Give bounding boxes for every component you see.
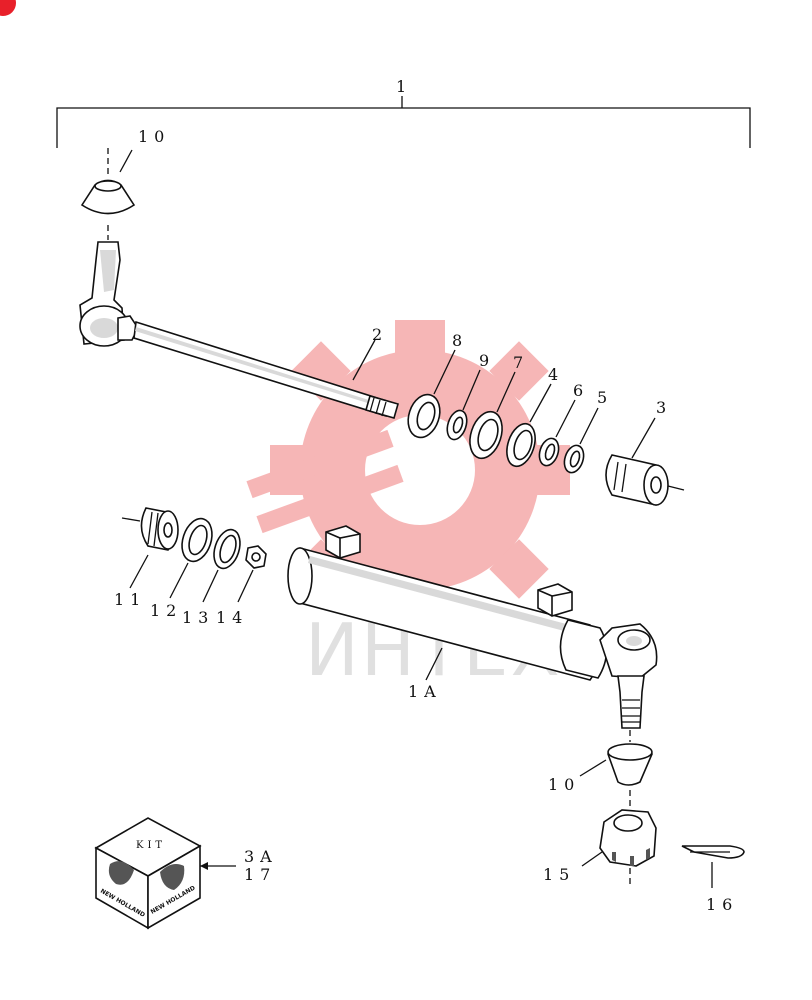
seal-ring-7: 7 [469, 353, 529, 460]
watermark: ИНТЕХ [246, 320, 570, 692]
callout-rod: 2 [372, 325, 388, 344]
piston-seal-12: 12 [150, 517, 213, 620]
seal-ring-4: 4 [506, 365, 564, 468]
corner-badge [0, 0, 16, 16]
callout-seal-12: 12 [150, 601, 182, 620]
callout-cap-bottom: 10 [548, 775, 580, 794]
callout-ring-5: 5 [597, 388, 613, 407]
dust-cap-top: 10 [80, 127, 170, 215]
castle-nut: 15 [543, 790, 657, 888]
kit-label: KIT [136, 840, 166, 851]
seal-ring-5: 5 [563, 388, 613, 474]
callout-seal-13: 13 [182, 608, 214, 627]
seal-ring-9: 9 [446, 351, 495, 441]
kit-box: KIT NEW HOLLAND NEW HOLLAND 3A 17 [94, 817, 278, 930]
new-holland-leaf-icon [108, 861, 185, 890]
lock-nut-14: 14 [216, 545, 267, 627]
cotter-pin: 16 [681, 845, 745, 914]
callout-castle-nut: 15 [543, 865, 575, 884]
seal-ring-8: 8 [407, 331, 468, 439]
watermark-gear-icon [246, 320, 570, 620]
callout-barrel: 1A [408, 682, 442, 701]
callout-cotter-pin: 16 [706, 895, 738, 914]
dust-cap-bottom: 10 [548, 743, 654, 794]
callout-gland: 3 [656, 398, 672, 417]
callout-assembly: 1 [396, 77, 412, 96]
piston-head: 11 [114, 507, 179, 609]
callout-kit-ref-a: 3A [244, 847, 278, 866]
piston-rod: 2 [133, 320, 399, 419]
tie-rod-end-bottom [599, 623, 658, 742]
callout-kit-ref-b: 17 [244, 865, 276, 884]
callout-cap-top: 10 [138, 127, 170, 146]
seal-ring-6: 6 [538, 381, 589, 467]
assembly-bracket: 1 [56, 77, 751, 148]
callout-ring-7: 7 [513, 353, 529, 372]
callout-nut-14: 14 [216, 608, 248, 627]
piston-seal-13: 13 [182, 528, 241, 627]
callout-ring-4: 4 [548, 365, 564, 384]
callout-ring-6: 6 [573, 381, 589, 400]
cylinder-barrel: 1A [287, 525, 608, 701]
callout-ring-8: 8 [452, 331, 468, 350]
cylinder-gland: 3 [605, 398, 685, 506]
callout-ring-9: 9 [479, 351, 495, 370]
callout-piston: 11 [114, 590, 146, 609]
tie-rod-end-top [79, 225, 139, 347]
